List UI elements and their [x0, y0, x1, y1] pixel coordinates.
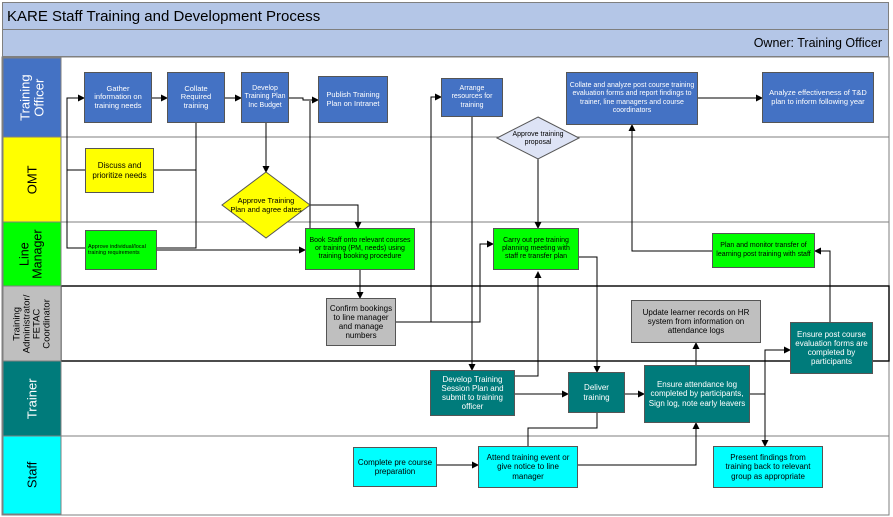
- step-collate-analyze: Collate and analyze post course training…: [566, 72, 698, 125]
- arrow-approve-lm-gather: [66, 170, 85, 249]
- step-discuss: Discuss and prioritize needs: [85, 148, 154, 193]
- step-complete-pre: Complete pre course preparation: [353, 447, 437, 487]
- arrow-monitor-collate: [628, 124, 712, 252]
- lane-header-training-officer: [2, 57, 62, 138]
- arrow-develop-carry: [515, 271, 542, 377]
- step-ensure-attendance: Ensure attendance log completed by parti…: [644, 365, 750, 423]
- step-publish: Publish Training Plan on Intranet: [318, 76, 388, 123]
- arrow-post-monitor: [814, 247, 831, 322]
- owner-label: Owner: Training Officer: [2, 30, 889, 57]
- lane-header-staff: [2, 435, 62, 515]
- step-develop-plan: Develop Training Plan Inc Budget: [241, 72, 289, 123]
- step-arrange: Arrange resources for training: [441, 78, 503, 117]
- arrow-develop-publish: [289, 96, 319, 104]
- lane-label-omt: OMT: [24, 165, 40, 194]
- arrow-carry-deliver: [572, 256, 601, 373]
- step-analyze-effect: Analyze effectiveness of T&D plan to inf…: [762, 72, 874, 123]
- decision-approve-plan: Approve Training Plan and agree dates: [230, 196, 302, 214]
- lane-label-coordinator: Training Administrator/ FETAC Coordinato…: [11, 294, 52, 353]
- step-deliver: Deliver training: [568, 372, 625, 413]
- step-confirm: Confirm bookings to line manager and man…: [326, 298, 396, 346]
- lane-header-line-manager: [2, 221, 62, 287]
- arrows: [66, 93, 831, 469]
- lane-header-omt: [2, 136, 62, 223]
- lane-label-trainer: Trainer: [24, 378, 40, 419]
- step-plan-monitor: Plan and monitor transfer of learning po…: [712, 233, 815, 268]
- arrow-discuss-gather: [66, 94, 85, 171]
- step-approve-lm: Approve individual/local training requir…: [85, 230, 157, 270]
- step-attend: Attend training event or give notice to …: [478, 446, 578, 488]
- step-ensure-post: Ensure post course evaluation forms are …: [790, 322, 873, 374]
- arrow-approve-lm-collate: [157, 170, 197, 249]
- approve-plan-diamond: [221, 171, 311, 239]
- step-gather: Gather information on training needs: [84, 72, 152, 123]
- lane-label-training-officer: Training Officer: [17, 74, 46, 121]
- step-carry-out: Carry out pre training planning meeting …: [493, 228, 579, 270]
- step-update: Update learner records on HR system from…: [631, 300, 761, 343]
- step-collate: Collate Required training: [167, 72, 225, 123]
- arrow-confirm-arrange: [396, 93, 442, 323]
- lane-label-line-manager: Line Manager: [17, 229, 45, 279]
- diagram-title: KARE Staff Training and Development Proc…: [2, 2, 889, 30]
- arrow-attend-ensure: [578, 422, 700, 466]
- decision-approve-proposal: Approve training proposal: [512, 130, 564, 146]
- step-present: Present findings from training back to r…: [713, 446, 823, 488]
- arrow-confirm-carry: [396, 240, 494, 323]
- lane-label-staff: Staff: [24, 461, 40, 489]
- arrow-deliver-attend: [524, 413, 598, 453]
- approve-proposal-diamond: [495, 116, 581, 160]
- step-develop-session: Develop Training Session Plan and submit…: [430, 370, 515, 416]
- step-book-staff: Book Staff onto relevant courses or trai…: [305, 228, 415, 270]
- arrow-approve-book: [305, 204, 362, 229]
- arrow-ensure-post: [750, 346, 791, 395]
